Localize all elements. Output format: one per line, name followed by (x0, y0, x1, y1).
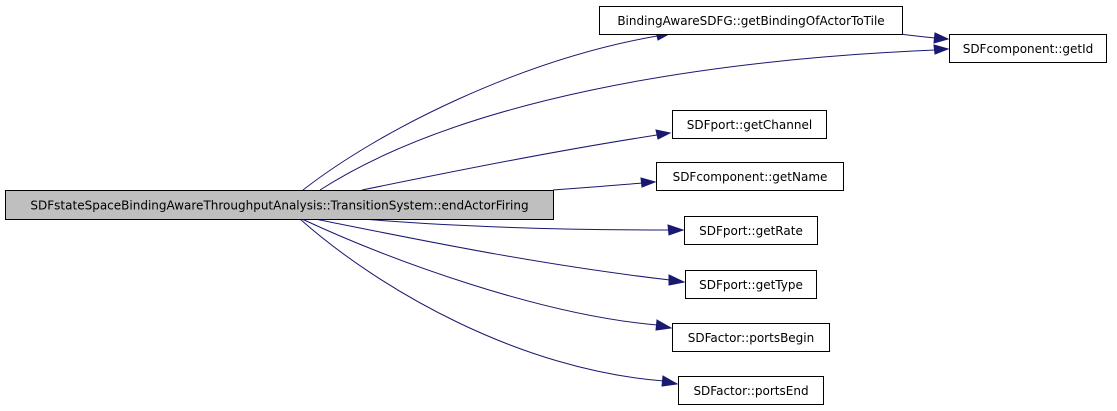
node-getId[interactable]: SDFcomponent::getId (949, 34, 1107, 63)
node-getType[interactable]: SDFport::getType (685, 270, 817, 299)
arrowhead-icon (667, 224, 685, 236)
edge-line (319, 49, 936, 191)
node-getBindingOfActorToTile[interactable]: BindingAwareSDFG::getBindingOfActorToTil… (599, 6, 903, 35)
node-label: SDFactor::portsEnd (693, 384, 808, 398)
edge-line (314, 218, 671, 281)
edge-root-to-portsBegin (301, 218, 673, 331)
node-box (678, 376, 824, 405)
node-portsBegin[interactable]: SDFactor::portsBegin (672, 323, 830, 352)
edge-line (552, 182, 643, 191)
arrowhead-icon (933, 32, 950, 44)
node-box (5, 190, 554, 220)
arrowhead-icon (640, 177, 657, 188)
node-box (599, 6, 903, 35)
node-label: SDFcomponent::getName (673, 170, 828, 184)
nodes: SDFstateSpaceBindingAwareThroughputAnaly… (5, 6, 1107, 405)
node-getRate[interactable]: SDFport::getRate (684, 216, 818, 245)
edge-root-to-portsEnd (299, 218, 679, 387)
arrowhead-icon (933, 44, 950, 55)
node-getName[interactable]: SDFcomponent::getName (656, 162, 844, 191)
edge-root-to-getType (314, 218, 686, 286)
node-label: SDFport::getRate (699, 224, 803, 238)
node-label: BindingAwareSDFG::getBindingOfActorToTil… (617, 14, 884, 28)
edge-root-to-getBindingOfActorToTile (302, 30, 671, 191)
node-label: SDFport::getType (699, 278, 803, 292)
node-box (684, 216, 818, 245)
edge-root-to-getChannel (361, 129, 672, 191)
arrowhead-icon (668, 274, 686, 286)
node-label: SDFstateSpaceBindingAwareThroughputAnaly… (30, 199, 528, 213)
edges (299, 30, 950, 387)
node-box (656, 162, 844, 191)
node-root: SDFstateSpaceBindingAwareThroughputAnaly… (5, 190, 554, 220)
edge-getBindingOfActorToTile-to-getId (899, 32, 950, 44)
node-portsEnd[interactable]: SDFactor::portsEnd (678, 376, 824, 405)
node-box (949, 34, 1107, 63)
arrowhead-icon (655, 319, 673, 331)
node-box (672, 110, 827, 139)
edge-line (301, 218, 658, 326)
node-box (672, 323, 830, 352)
node-label: SDFport::getChannel (687, 118, 812, 132)
edge-line (361, 218, 670, 231)
edge-root-to-getRate (361, 218, 685, 236)
arrowhead-icon (655, 129, 672, 140)
node-label: SDFactor::portsBegin (688, 331, 815, 345)
edge-line (361, 134, 658, 191)
arrowhead-icon (661, 375, 679, 387)
edge-root-to-getId (319, 44, 950, 191)
edge-line (302, 35, 658, 191)
node-box (685, 270, 817, 299)
node-getChannel[interactable]: SDFport::getChannel (672, 110, 827, 139)
node-label: SDFcomponent::getId (963, 42, 1094, 56)
edge-line (899, 33, 936, 39)
edge-root-to-getName (552, 177, 657, 191)
edge-line (299, 218, 665, 382)
